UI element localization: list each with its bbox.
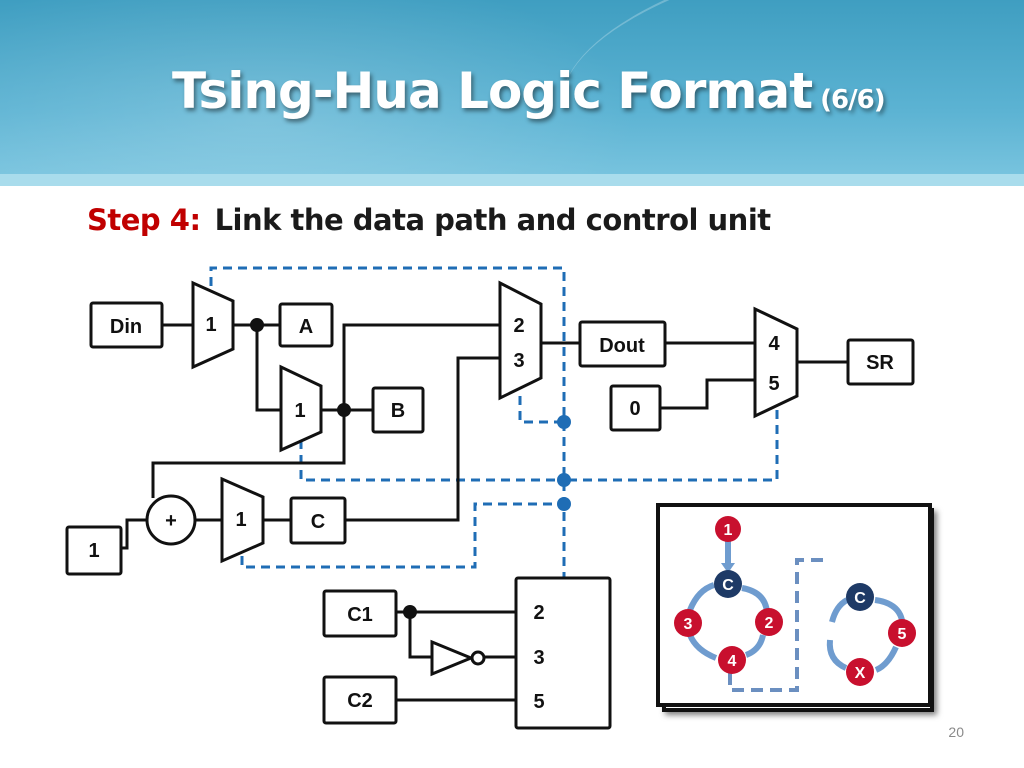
junction-dot — [250, 318, 264, 332]
header-glow — [0, 0, 640, 186]
wire-b-adder — [151, 410, 346, 498]
control-label-2: 2 — [533, 602, 544, 624]
register-a-label: A — [299, 316, 313, 338]
junction-dot — [337, 403, 351, 417]
node-5-label: 5 — [898, 626, 907, 643]
arc-c-5 — [874, 597, 905, 621]
sr-box: SR — [846, 338, 915, 386]
arc-c-back — [829, 597, 849, 623]
node-3-label: 3 — [684, 616, 693, 633]
c1-box: C1 — [322, 589, 398, 638]
c2-box: C2 — [322, 675, 398, 725]
c1-label: C1 — [347, 604, 373, 626]
control-junction-dot — [557, 497, 571, 511]
arc-2-4 — [744, 634, 766, 658]
arc-3-c — [687, 582, 716, 612]
mux45-label-bot: 5 — [768, 373, 779, 395]
state-node-c-left: C — [714, 570, 742, 598]
din-label: Din — [110, 316, 142, 338]
din-box: Din — [89, 301, 164, 349]
page-number: 20 — [948, 724, 964, 740]
title-main: Tsing-Hua Logic Format — [172, 62, 813, 120]
mux23-label-bot: 3 — [513, 350, 524, 372]
dash-mux45-select — [564, 410, 779, 482]
control-label-5: 5 — [533, 691, 544, 713]
register-b-label: B — [391, 400, 405, 422]
slide-header — [0, 0, 1024, 186]
mux-23: 2 3 — [498, 280, 543, 401]
state-node-3: 3 — [674, 609, 702, 637]
wire-one-adder — [121, 518, 147, 550]
constant-one-label: 1 — [88, 540, 99, 562]
state-node-x: X — [846, 658, 874, 686]
state-node-4: 4 — [718, 646, 746, 674]
control-junction-dot — [557, 473, 571, 487]
node-c-right-label: C — [854, 590, 866, 607]
wire-zero-mux45 — [660, 378, 755, 410]
wire-c-mux23 — [345, 356, 500, 522]
adder: + — [145, 494, 197, 546]
mux-1: 1 — [191, 280, 235, 370]
mux1-label: 1 — [205, 314, 216, 336]
wire-mux1-muxb — [255, 325, 281, 412]
sr-label: SR — [866, 352, 894, 374]
control-label-3: 3 — [533, 647, 544, 669]
junction-dot — [403, 605, 417, 619]
state-node-start: 1 — [715, 516, 741, 542]
arc-x-c — [826, 639, 848, 671]
register-c-label: C — [311, 511, 325, 533]
header-band — [0, 174, 1024, 186]
mux-b-label: 1 — [294, 400, 305, 422]
dash-mux1-select — [209, 266, 566, 422]
dash-muxc-select — [240, 502, 564, 569]
mux45-label-top: 4 — [768, 333, 780, 355]
step-label: Step 4: — [87, 203, 201, 237]
node-2-label: 2 — [765, 615, 774, 632]
node-x-label: X — [855, 665, 866, 682]
state-node-2: 2 — [755, 608, 783, 636]
mux-c: 1 — [220, 476, 265, 564]
wire-b-mux23 — [342, 323, 500, 410]
slide-title: Tsing-Hua Logic Format(6/6) — [172, 62, 886, 120]
zero-label: 0 — [629, 398, 640, 420]
title-suffix: (6/6) — [820, 85, 885, 115]
register-c: C — [289, 496, 347, 545]
inverter — [430, 639, 486, 677]
dash-mux23-select — [518, 396, 564, 424]
mux-45: 4 5 — [753, 306, 799, 419]
step-text: Link the data path and control unit — [214, 203, 772, 237]
wire-c1-inverter — [408, 612, 432, 659]
node-4-label: 4 — [728, 653, 737, 670]
state-graph-panel: 1 C 2 3 4 C 5 X — [656, 503, 934, 712]
arrowhead — [721, 563, 735, 573]
state-node-5: 5 — [888, 619, 916, 647]
control-junction-dot — [557, 415, 571, 429]
dash-muxb-select — [299, 440, 564, 482]
adder-label: + — [165, 510, 177, 532]
arc-4-3 — [687, 633, 718, 661]
step-heading: Step 4: Link the data path and control un… — [87, 203, 771, 237]
mux-c-label: 1 — [235, 509, 246, 531]
arc-5-x — [874, 645, 899, 673]
register-b: B — [371, 386, 425, 434]
c2-label: C2 — [347, 690, 373, 712]
mux23-label-top: 2 — [513, 315, 524, 337]
register-a: A — [278, 302, 334, 348]
mux-b: 1 — [279, 364, 323, 453]
control-unit-box: 2 3 5 — [514, 576, 612, 730]
node-start-label: 1 — [724, 522, 733, 539]
dout-box: Dout — [578, 320, 667, 368]
zero-box: 0 — [609, 384, 662, 432]
state-node-c-right: C — [846, 583, 874, 611]
dout-label: Dout — [599, 335, 645, 357]
dashed-separator — [728, 558, 830, 692]
node-c-left-label: C — [722, 577, 734, 594]
constant-one-box: 1 — [65, 525, 123, 576]
